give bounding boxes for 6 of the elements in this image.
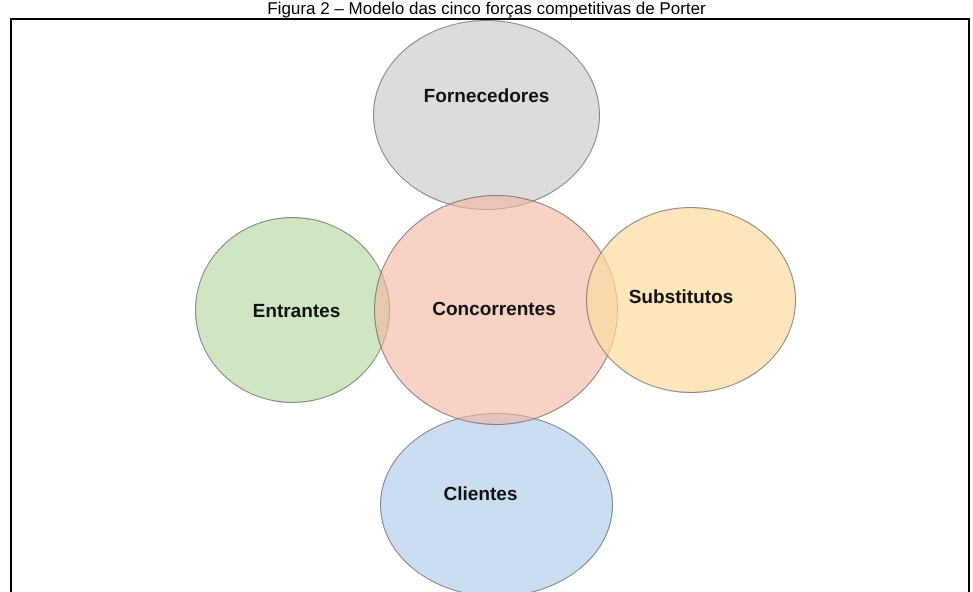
figure-title: Figura 2 – Modelo das cinco forças competitivas de Porter <box>266 0 707 18</box>
force-label: Concorrentes <box>432 299 556 321</box>
force-label: Clientes <box>444 484 518 506</box>
force-label: Fornecedores <box>424 86 550 108</box>
force-label: Entrantes <box>252 301 340 323</box>
force-label: Substitutos <box>628 287 734 309</box>
